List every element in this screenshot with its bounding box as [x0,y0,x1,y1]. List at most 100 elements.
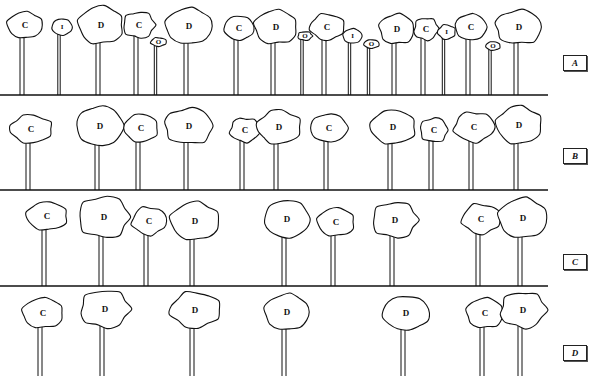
tree-trunk [96,42,100,95]
tree-crown: C [8,113,54,145]
tree-crown: D [168,290,222,330]
row-letter: A [564,56,586,69]
trunk-line [271,42,272,95]
tree-crown: D [252,8,300,46]
trunk-line [99,236,100,286]
tree-trunk [392,42,396,95]
trunk-line [484,326,485,376]
trunk-line [95,144,96,190]
trunk-line [190,238,191,286]
row-label-box: A [563,55,587,71]
trunk-line [476,232,477,286]
tree-trunk [514,42,518,95]
tree-trunk [480,326,484,376]
trunk-line [421,38,422,95]
crown-class-letter: C [122,112,160,133]
tree-crown: C [453,12,489,42]
tree-trunk [518,236,522,286]
tree-crown: C [20,296,66,330]
trunk-line [328,140,329,190]
tree-crown: D [74,104,126,148]
tree-trunk [184,142,188,190]
trunk-line [286,328,287,376]
crown-class-letter: D [162,106,216,131]
tree-trunk [348,41,350,95]
crown-class-letter: C [315,206,357,227]
tree-crown: I [50,17,74,37]
crown-class-letter: I [50,17,74,31]
trunk-line [396,42,397,95]
row-letter: C [564,255,586,268]
trunk-line [469,140,470,190]
trunk-line [42,228,43,286]
trunk-line [324,140,325,190]
tree-crown: D [76,4,126,46]
tree-crown: D [496,196,550,240]
trunk-line [282,328,283,376]
crown-class-letter: O [149,36,168,46]
tree-trunk [271,42,275,95]
crown-class-letter: D [262,292,312,317]
crown-class-letter: C [222,14,256,33]
trunk-line [194,326,195,376]
tree-trunk [20,36,24,95]
crown-class-letter: C [464,296,506,318]
trunk-line [522,326,523,376]
tree-crown: O [149,36,168,48]
crown-class-letter: D [380,294,432,318]
tree-crown: D [380,294,432,332]
trunk-line [425,38,426,95]
tree-trunk [514,142,518,190]
tree-trunk [42,228,46,286]
tree-trunk [282,328,286,376]
trunk-line [30,141,31,190]
trunk-line [188,42,189,95]
trunk-line [331,234,332,286]
trunk-line [429,140,430,190]
trunk-line [442,37,443,95]
tree-crown: D [494,104,544,146]
crown-class-letter: C [20,296,66,318]
tree-crown: C [460,202,502,236]
tree-trunk [367,46,369,95]
tree-trunk [26,141,30,190]
trunk-line [278,142,279,190]
crown-class-letter: C [308,12,346,32]
trunk-line [240,140,241,190]
tree-crown: C [418,116,450,144]
trunk-line [20,36,21,95]
trunk-line [392,142,393,190]
crown-class-letter: D [496,196,550,223]
trunk-line [518,326,519,376]
tree-trunk [190,238,194,286]
tree-crown: D [76,194,132,240]
tree-trunk [489,48,491,95]
tree-trunk [134,36,138,95]
crown-class-letter: D [370,200,420,225]
tree-crown: C [412,16,440,42]
trunk-line [24,36,25,95]
crown-class-letter: D [168,290,222,315]
tree-crown: D [262,198,312,240]
ground-line [0,285,548,286]
trunk-line [369,46,370,95]
crown-class-letter: D [78,288,132,314]
trunk-line [286,236,287,286]
tree-trunk [144,233,148,286]
trunk-line [136,140,137,190]
trunk-line [303,37,304,95]
tree-crown: C [5,10,45,40]
trunk-line [38,326,39,376]
trunk-line [57,33,58,95]
trunk-line [238,38,239,95]
tree-trunk [184,42,188,95]
crown-class-letter: D [255,108,303,132]
trunk-line [514,42,515,95]
crown-class-letter: C [453,12,489,32]
tree-crown: D [78,288,132,330]
tree-trunk [100,326,104,376]
crown-class-letter: D [163,6,215,31]
crown-class-letter: D [493,8,545,32]
trunk-line [388,142,389,190]
crown-class-letter: I [341,27,364,40]
